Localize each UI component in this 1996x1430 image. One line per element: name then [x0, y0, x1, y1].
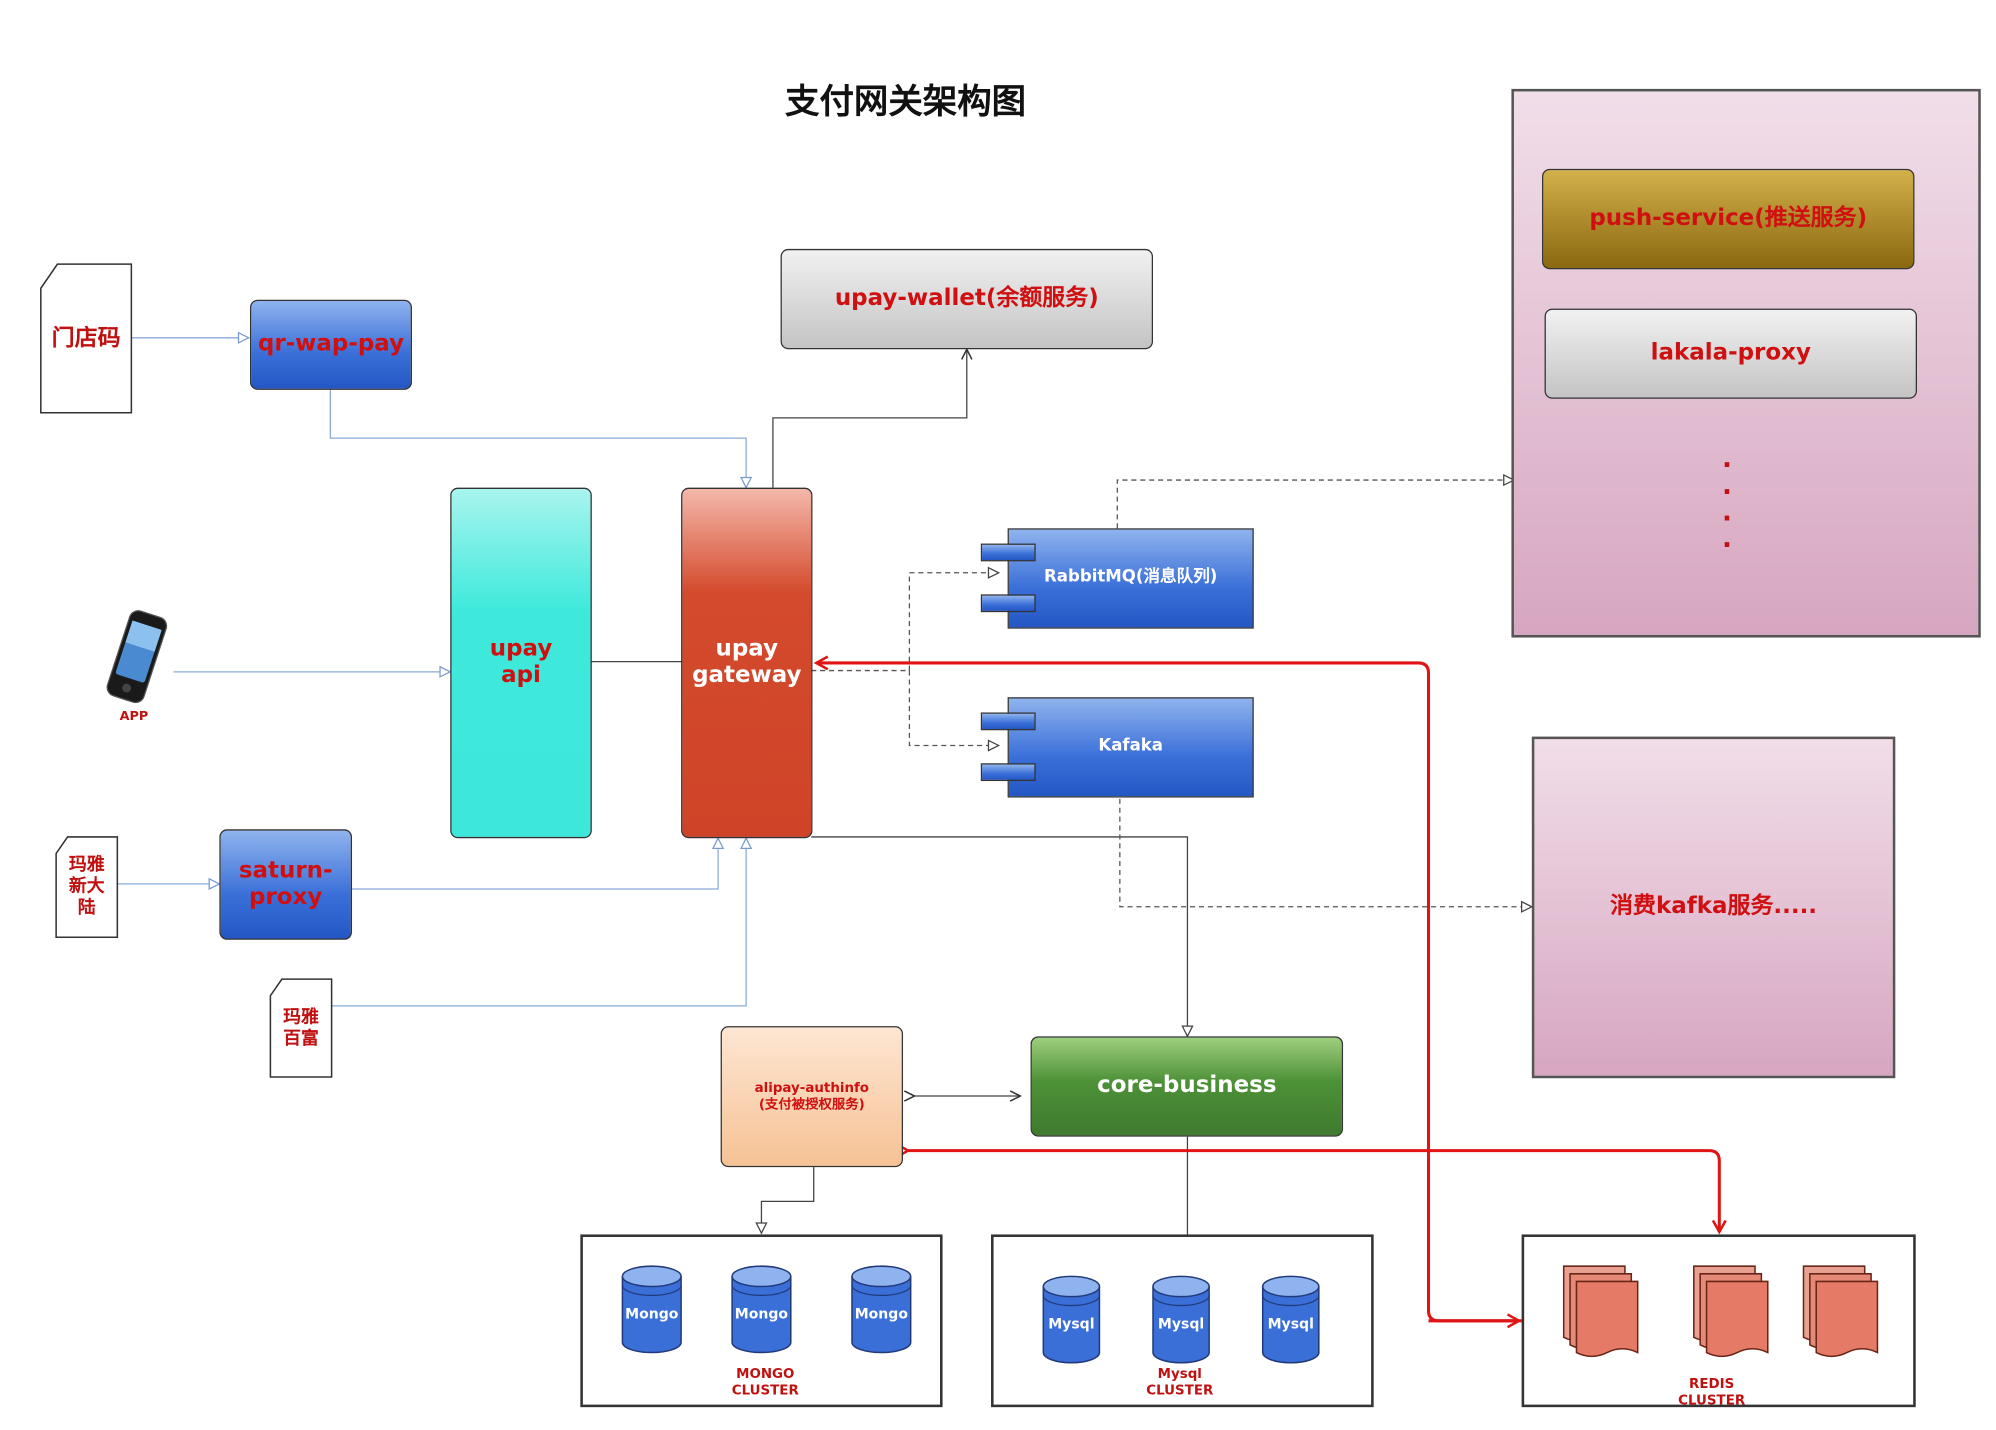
redis-node-icon: [1691, 1264, 1773, 1363]
gateway-to-rabbitmq: [811, 573, 998, 672]
saturn-proxy-box[interactable]: saturn-proxy: [219, 829, 353, 940]
lakala-proxy-box[interactable]: lakala-proxy: [1544, 308, 1918, 399]
maya-baifu-label: 玛雅百富: [283, 1006, 319, 1049]
redis-node-icon: [1561, 1264, 1643, 1363]
diagram-title: 支付网关架构图: [785, 82, 1027, 122]
upay-gateway-box[interactable]: upay gateway: [681, 487, 813, 839]
mongo-db-icon: Mongo: [730, 1265, 794, 1354]
maya-baifu-to-gateway: [331, 838, 747, 1007]
mongo-node-label: Mongo: [625, 1305, 679, 1323]
more-services-dots: · · · ·: [1722, 449, 1732, 561]
store-code-label: 门店码: [51, 324, 121, 352]
kafka-box: Kafaka: [1007, 697, 1254, 798]
saturn-proxy-to-gateway: [352, 838, 718, 890]
maya-mainland-source: 玛雅新大陆: [55, 836, 119, 939]
core-business-box[interactable]: core-business: [1030, 1036, 1344, 1137]
mysql-node-label: Mysql: [1267, 1315, 1314, 1333]
mongo-db-icon: Mongo: [849, 1265, 913, 1354]
document-icon: [269, 978, 333, 1078]
rabbitmq-box: RabbitMQ(消息队列): [1007, 528, 1254, 629]
mysql-node-label: Mysql: [1048, 1315, 1095, 1333]
push-service-box[interactable]: push-service(推送服务): [1542, 168, 1915, 270]
mongo-node-label: Mongo: [854, 1305, 908, 1323]
gateway-to-kafka: [908, 670, 998, 746]
document-icon: [40, 263, 133, 414]
kafka-to-consumers: [1119, 798, 1532, 907]
redis-node-icon: [1801, 1264, 1883, 1363]
app-label: APP: [119, 709, 149, 724]
mysql-cluster-caption: Mysql CLUSTER: [1146, 1366, 1214, 1398]
mongo-db-icon: Mongo: [620, 1265, 684, 1354]
gateway-to-core-business: [811, 836, 1187, 1036]
qr-wap-pay-box[interactable]: qr-wap-pay: [249, 299, 412, 390]
document-icon: [55, 836, 119, 939]
alipay-authinfo-to-mongo: [761, 1167, 815, 1233]
alipay-authinfo-box[interactable]: alipay-authinfo (支付被授权服务): [720, 1026, 904, 1168]
component-port: [980, 763, 1036, 782]
component-port: [980, 712, 1036, 731]
rabbitmq-to-push-panel: [1116, 480, 1514, 529]
mysql-db-icon: Mysql: [1150, 1275, 1211, 1364]
alipay-redis-link: [908, 1151, 1719, 1232]
gateway-to-upay-wallet: [772, 349, 967, 488]
mysql-node-label: Mysql: [1157, 1315, 1205, 1333]
store-code-source: 门店码: [40, 263, 133, 414]
mongo-cluster-caption: MONGO CLUSTER: [731, 1366, 799, 1398]
maya-baifu-source: 玛雅百富: [269, 978, 333, 1078]
maya-mainland-label: 玛雅新大陆: [68, 855, 105, 919]
rabbitmq-component[interactable]: RabbitMQ(消息队列): [980, 528, 1254, 629]
upay-wallet-box[interactable]: upay-wallet(余额服务): [780, 248, 1154, 350]
mongo-node-label: Mongo: [734, 1305, 789, 1323]
kafka-consumers-box[interactable]: 消费kafka服务.....: [1531, 736, 1896, 1079]
mysql-db-icon: Mysql: [1041, 1275, 1102, 1364]
mysql-db-icon: Mysql: [1260, 1275, 1321, 1364]
phone-icon: [99, 607, 173, 709]
component-port: [980, 543, 1036, 562]
kafka-component[interactable]: Kafaka: [980, 697, 1254, 798]
qr-wap-pay-to-gateway: [329, 389, 746, 488]
component-port: [980, 594, 1036, 613]
upay-api-box[interactable]: upay api: [450, 487, 592, 839]
redis-cluster-caption: REDIS CLUSTER: [1678, 1376, 1746, 1408]
